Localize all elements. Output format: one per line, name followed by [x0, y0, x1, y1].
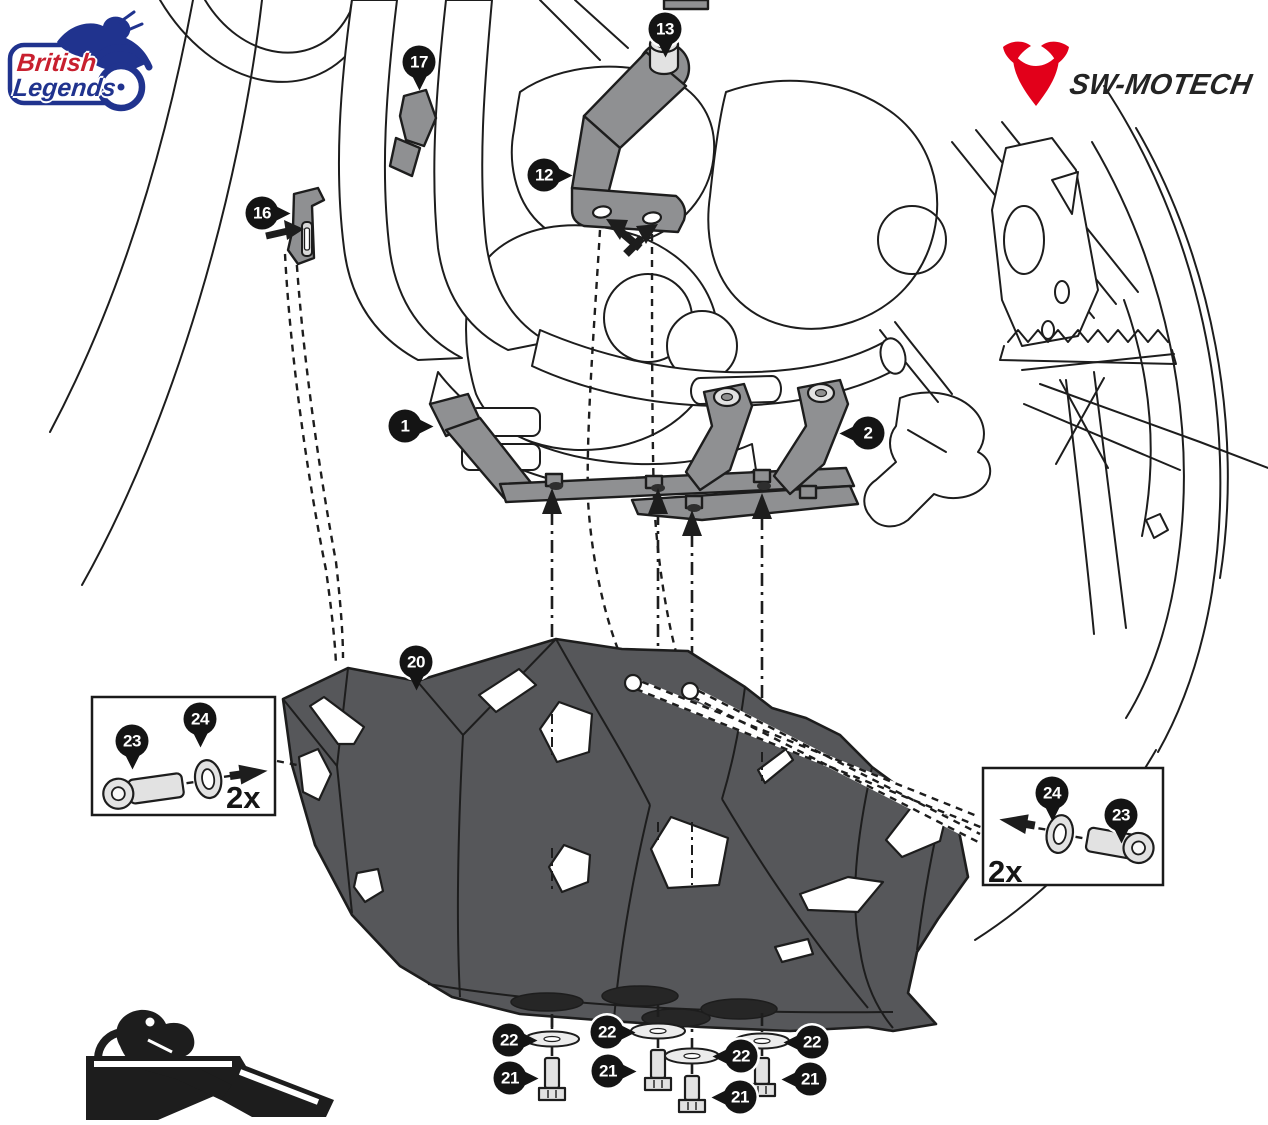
callout-23-left: 23	[115, 724, 149, 770]
callout-20: 20	[399, 645, 433, 691]
bracket-16	[265, 186, 326, 266]
bottom-fasteners	[524, 1004, 790, 1114]
sw-motech-bull-icon	[1003, 41, 1069, 106]
callout-21-b: 21	[591, 1054, 637, 1088]
bracket-1-frame	[428, 392, 860, 522]
callout-24-left: 24	[183, 702, 217, 748]
mechanic-icon	[86, 1009, 334, 1120]
brand-left-line2: Legends	[11, 74, 118, 102]
callout-1: 1	[388, 409, 434, 443]
callout-22-a: 22	[492, 1023, 538, 1057]
callout-16: 16	[245, 196, 291, 230]
screw-guide-bands	[623, 673, 989, 848]
callout-22-c: 22	[712, 1039, 758, 1073]
callout-21-d: 21	[781, 1062, 827, 1096]
callout-12: 12	[527, 158, 573, 192]
skid-plate	[281, 637, 970, 1033]
engine-sketch	[49, 0, 1268, 941]
british-legends-logo	[7, 10, 153, 112]
callout-22-b: 22	[590, 1015, 636, 1049]
callout-2: 2	[839, 416, 885, 450]
callout-24-right: 24	[1035, 776, 1069, 822]
callout-21-a: 21	[493, 1061, 539, 1095]
right-quantity-label: 2x	[988, 854, 1023, 889]
callout-23-right: 23	[1104, 798, 1138, 844]
callout-17: 17	[402, 45, 436, 91]
callout-22-d: 22	[783, 1025, 829, 1059]
callout-21-c: 21	[711, 1080, 757, 1114]
left-quantity-label: 2x	[226, 780, 261, 815]
brand-right-name: SW-MOTECH	[1067, 69, 1255, 101]
inset-box-right	[981, 766, 1165, 887]
bracket-2-arms	[684, 378, 850, 496]
callout-13: 13	[648, 12, 682, 58]
brand-left-line1: British	[15, 49, 98, 77]
bracket-17	[388, 88, 438, 178]
